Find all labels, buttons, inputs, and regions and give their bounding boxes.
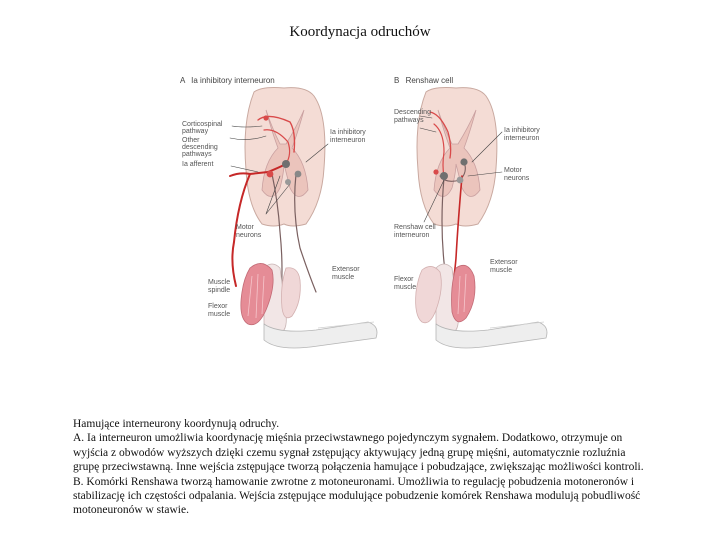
- limb-b: [415, 263, 548, 349]
- panel-b: B Renshaw cell: [394, 76, 548, 349]
- panel-a: A Ia inhibitory interneuron: [180, 76, 378, 349]
- caption: Hamujące interneurony koordynują odruchy…: [73, 417, 648, 518]
- label-renshaw: Renshaw cell: [394, 224, 436, 231]
- neurons-b: [433, 158, 468, 184]
- panel-a-heading: Ia inhibitory interneuron: [191, 76, 275, 85]
- svg-text:A Ia inhibitory interneu: A Ia inhibitory interneuron: [180, 76, 275, 85]
- spinal-cord-a: [244, 87, 326, 227]
- panel-a-letter: A: [180, 76, 186, 85]
- caption-paragraph-b: B. Komórki Renshawa tworzą hamowanie zwr…: [73, 475, 641, 517]
- neurons-a: [263, 115, 302, 185]
- svg-text:Corticospinal pathway: Corticospinal pathway Other descending p…: [182, 121, 368, 318]
- neural-pathways-a: [229, 115, 329, 303]
- panel-b-heading: Renshaw cell: [406, 76, 454, 85]
- label-extensor: Extensor: [332, 266, 360, 273]
- label-extensor-b: Extensor: [490, 259, 518, 266]
- label-ia-afferent: Ia afferent: [182, 161, 213, 168]
- reflex-diagram: A Ia inhibitory interneuron: [180, 76, 548, 349]
- label-muscle-spindle: Muscle: [208, 279, 230, 286]
- svg-text:Descending pathways: Descending pathways Ia inhibitory intern…: [394, 109, 542, 291]
- limb-a: [240, 263, 378, 349]
- page-title: Koordynacja odruchów: [289, 24, 431, 40]
- panel-b-letter: B: [394, 76, 399, 85]
- label-flexor: Flexor: [208, 303, 228, 310]
- label-motor-neurons: Motor: [236, 224, 255, 231]
- label-ia-inhibitory-b: Ia inhibitory: [504, 127, 540, 134]
- svg-text:B Renshaw cell: B Renshaw cell: [394, 76, 453, 85]
- label-descending: Descending: [394, 109, 431, 116]
- label-flexor-b: Flexor: [394, 276, 414, 283]
- label-corticospinal: Corticospinal: [182, 121, 223, 128]
- caption-paragraph-a: A. Ia interneuron umożliwia koordynację …: [73, 432, 644, 474]
- caption-heading: Hamujące interneurony koordynują odruchy…: [73, 418, 280, 430]
- label-other-descending: Other: [182, 137, 200, 144]
- label-motor-neurons-b: Motor: [504, 167, 523, 174]
- label-ia-inhibitory: Ia inhibitory: [330, 129, 366, 136]
